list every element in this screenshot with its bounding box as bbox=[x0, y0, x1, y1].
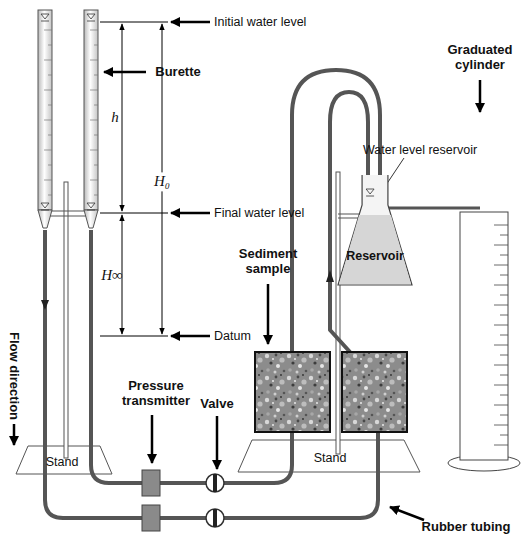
callout-arrow bbox=[171, 335, 210, 338]
callout-arrow bbox=[171, 21, 210, 24]
stand-base bbox=[238, 440, 420, 472]
water-level-symbol bbox=[366, 189, 374, 196]
valve-symbol bbox=[206, 509, 224, 527]
level-label: Datum bbox=[214, 329, 251, 343]
flow-arrowhead bbox=[326, 270, 334, 282]
callout-label: Valve bbox=[200, 397, 233, 412]
cylinder-graduations bbox=[494, 225, 508, 445]
flow-arrowhead bbox=[41, 300, 49, 310]
callout-label: Burette bbox=[155, 65, 201, 80]
callout-label: Water level reservoir bbox=[363, 143, 477, 157]
flask-outline bbox=[337, 175, 413, 287]
valve-handle bbox=[213, 509, 217, 527]
callout-arrow bbox=[216, 416, 219, 469]
callout-arrow bbox=[151, 415, 154, 463]
flask-body bbox=[338, 175, 412, 285]
sediment-sample bbox=[255, 352, 330, 432]
callout-arrow bbox=[479, 80, 482, 112]
reservoir-flask: Reservoir bbox=[337, 175, 413, 287]
callout-arrow bbox=[104, 71, 146, 74]
burette-graduations bbox=[90, 30, 98, 195]
callout-label: Pressure transmitter bbox=[116, 379, 196, 409]
water-level-symbol bbox=[41, 14, 95, 210]
valve-handle bbox=[213, 474, 217, 492]
graduated-cylinder bbox=[460, 212, 508, 460]
callout-label: Graduated cylinder bbox=[440, 43, 520, 73]
stand-label: Stand bbox=[314, 451, 347, 465]
flow-arrow bbox=[13, 424, 16, 445]
node-label: Reservoir bbox=[337, 249, 413, 263]
stand-rod bbox=[64, 182, 68, 458]
callout-label: Rubber tubing bbox=[422, 520, 511, 535]
burette-tube bbox=[38, 10, 52, 210]
dimension-label: H∞ bbox=[101, 267, 123, 284]
pressure-transmitter bbox=[142, 505, 160, 531]
stand-label: Stand bbox=[46, 455, 79, 469]
pressure-transmitter bbox=[142, 470, 160, 496]
dimension-label: h bbox=[111, 109, 119, 126]
callout-arrow bbox=[267, 284, 270, 344]
burette-tip bbox=[38, 210, 52, 228]
burette-graduations bbox=[44, 30, 52, 195]
callout-arrow bbox=[390, 507, 424, 520]
burette-tip bbox=[84, 210, 98, 228]
dimension-label: H₀ bbox=[154, 172, 170, 191]
level-label: Initial water level bbox=[214, 15, 306, 29]
valve-symbol bbox=[206, 474, 224, 492]
sediment-sample bbox=[342, 352, 407, 432]
outlet-pipe bbox=[388, 207, 480, 210]
level-label: Final water level bbox=[214, 206, 304, 220]
dimension-arrow bbox=[122, 24, 123, 211]
callout-arrow bbox=[171, 212, 210, 215]
flow-label: Flow direction bbox=[7, 332, 22, 420]
callout-label: Sediment sample bbox=[233, 247, 303, 277]
burette-tube bbox=[84, 10, 98, 210]
